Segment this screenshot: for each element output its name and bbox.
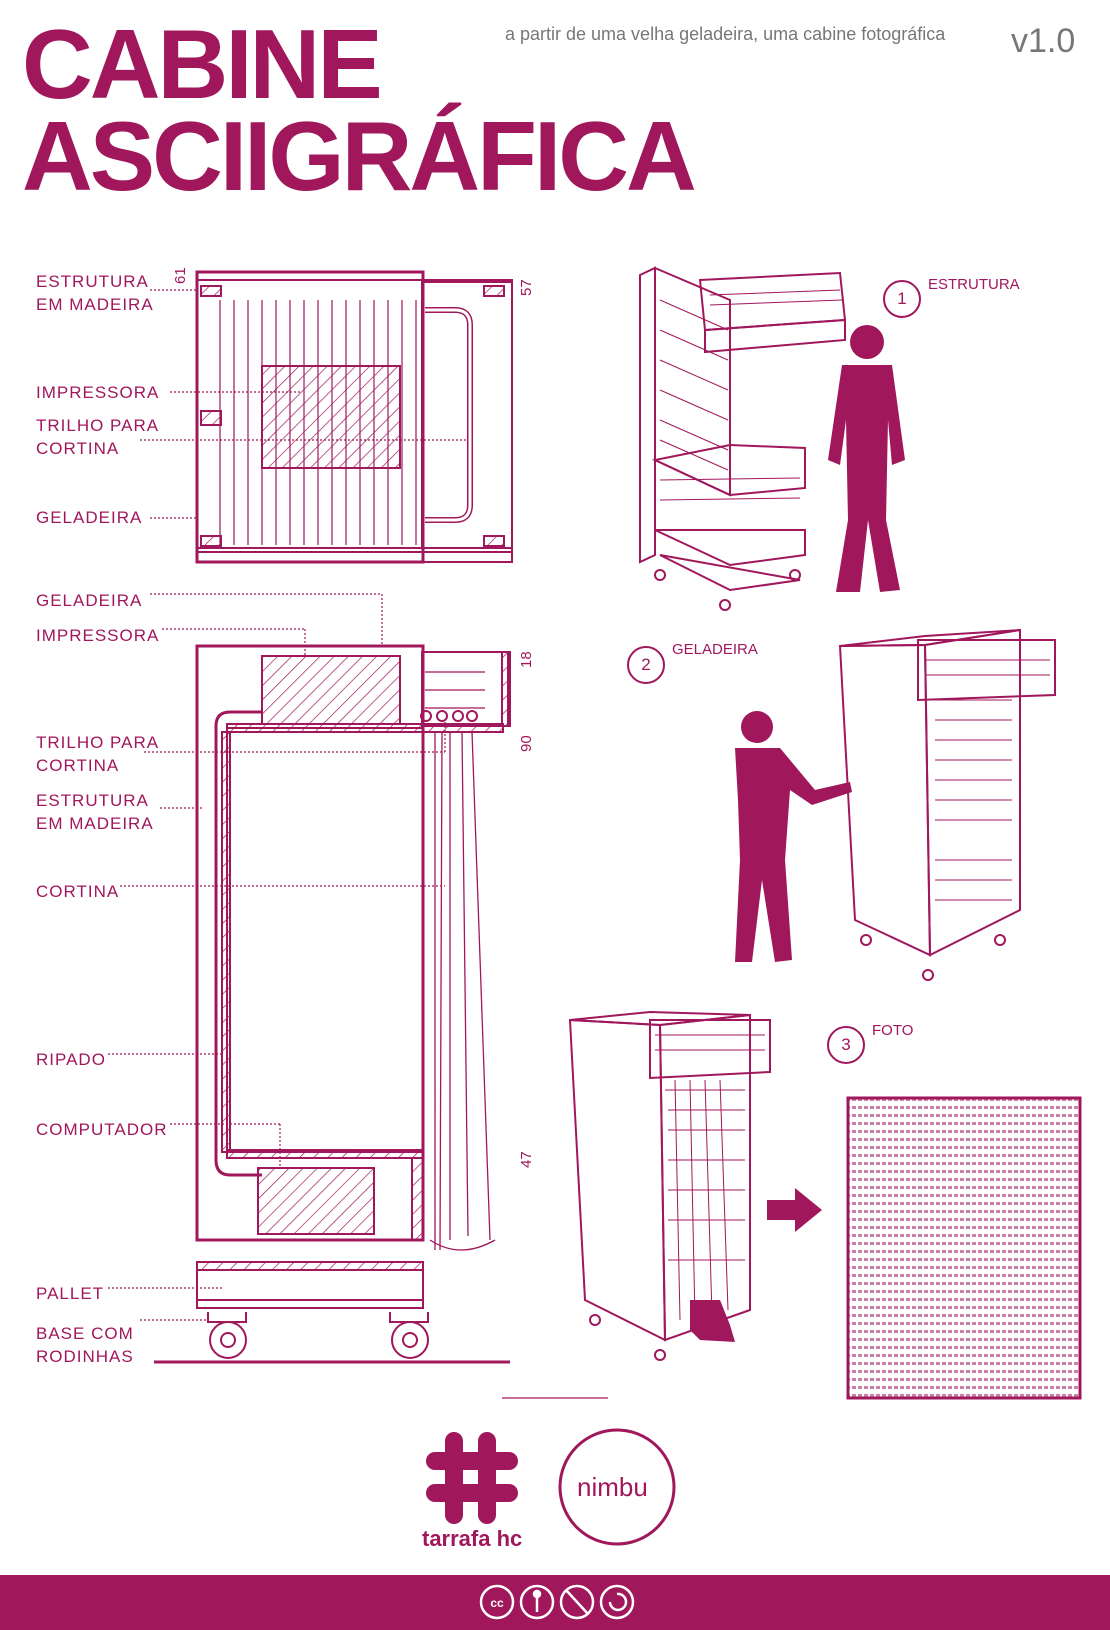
label-geladeira-top: GELADEIRA bbox=[36, 508, 143, 527]
step-1-number: 1 bbox=[883, 280, 921, 318]
nc-icon bbox=[559, 1584, 595, 1620]
label-computador: COMPUTADOR bbox=[36, 1120, 168, 1139]
tarrafa-logo bbox=[426, 1432, 518, 1524]
cc-text: cc bbox=[490, 1596, 504, 1610]
iso-photo-booth bbox=[568, 1010, 771, 1361]
person-silhouette-1 bbox=[828, 325, 905, 592]
label-geladeira-section: GELADEIRA bbox=[36, 591, 143, 610]
version-badge: v1.0 bbox=[1011, 22, 1076, 60]
label-pallet: PALLET bbox=[36, 1284, 105, 1303]
label-cortina: CORTINA bbox=[36, 882, 120, 901]
step-3-number: 3 bbox=[827, 1026, 865, 1064]
nimbu-logo bbox=[558, 1428, 676, 1546]
by-icon bbox=[519, 1584, 555, 1620]
person-silhouette-2 bbox=[735, 711, 852, 962]
iso-fridge bbox=[838, 628, 1056, 981]
ascii-photo bbox=[846, 1096, 1082, 1400]
title-line-1: CABINE bbox=[22, 9, 383, 119]
subtitle: a partir de uma velha geladeira, uma cab… bbox=[505, 24, 946, 44]
step-2-number: 2 bbox=[627, 646, 665, 684]
step-1-label: ESTRUTURA bbox=[928, 276, 1020, 293]
iso-structure bbox=[639, 266, 847, 611]
footer-bar bbox=[0, 1575, 1110, 1630]
section-view bbox=[108, 593, 511, 1364]
title-line-2: ASCIIGRÁFICA bbox=[22, 101, 697, 211]
cc-icon bbox=[479, 1584, 515, 1620]
top-plan-view bbox=[140, 270, 513, 564]
label-impressora-section: IMPRESSORA bbox=[36, 626, 160, 645]
arrow-icon bbox=[767, 1188, 822, 1232]
sa-icon bbox=[599, 1584, 635, 1620]
label-ripado: RIPADO bbox=[36, 1050, 106, 1069]
page-title: CABINE ASCIIGRÁFICA bbox=[22, 9, 697, 211]
tarrafa-logo-text: tarrafa hc bbox=[422, 1526, 523, 1551]
step-2-label: GELADEIRA bbox=[672, 641, 758, 658]
nimbu-logo-text: nimbu bbox=[577, 1472, 648, 1502]
label-impressora-top: IMPRESSORA bbox=[36, 383, 160, 402]
step-3-label: FOTO bbox=[872, 1022, 914, 1039]
